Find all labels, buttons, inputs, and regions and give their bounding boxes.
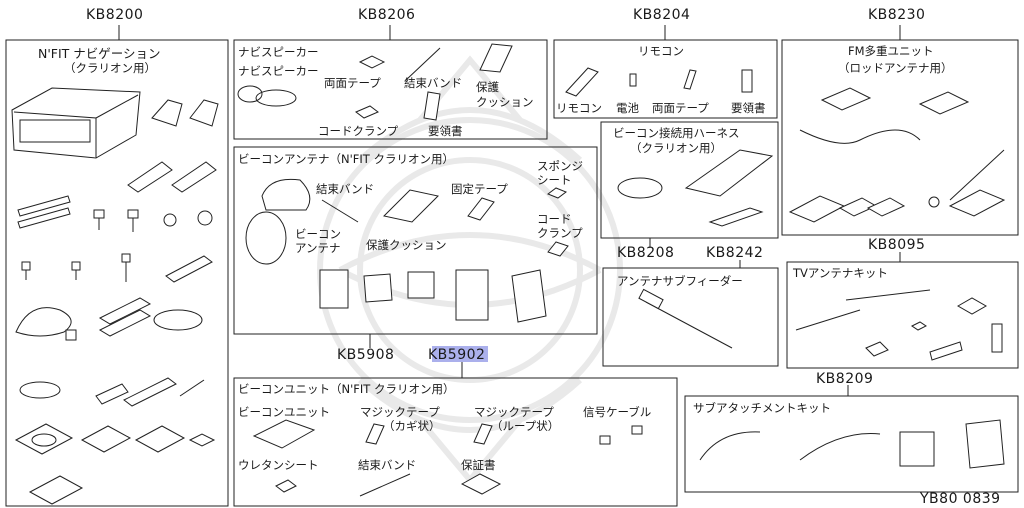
panel-kb8095 — [786, 261, 1019, 369]
tv-antenna-parts — [795, 289, 1003, 361]
code-kb8204[interactable]: KB8204 — [633, 7, 691, 23]
sub-attach-parts — [699, 419, 1005, 469]
beacon-unit-parts — [252, 419, 643, 497]
beacon-antenna-parts — [245, 178, 569, 323]
footer-code: YB80 0839 — [920, 491, 1001, 507]
label-sponge-1: スポンジ — [537, 159, 583, 173]
label-protect: 保護 — [476, 80, 499, 94]
label-protect-cushion: 保護クッション — [366, 238, 447, 252]
label-magic-hook: （カギ状） — [383, 419, 441, 433]
bracket-parts — [127, 99, 219, 193]
small-hardware-parts — [17, 195, 213, 283]
label-navi-speaker-1: ナビスピーカー — [238, 45, 319, 59]
label-manual: 要領書 — [428, 124, 463, 138]
highlight-kb5902 — [432, 346, 488, 362]
code-kb8095[interactable]: KB8095 — [868, 237, 926, 253]
label-beacon-unit: ビーコンユニット — [238, 405, 330, 419]
label-nfit-nav-sub: （クラリオン用） — [64, 61, 156, 75]
label-fm-title: FM多重ユニット — [848, 44, 934, 58]
label-sub-attach-kit: サブアタッチメントキット — [693, 401, 831, 415]
label-cable-tie: 結束バンド — [404, 76, 463, 90]
panel-kb8200 — [5, 39, 229, 507]
label-remote-tape: 両面テープ — [652, 101, 709, 115]
label-tie-band-2: 結束バンド — [316, 182, 375, 196]
label-magic-loop: （ループ状） — [491, 419, 560, 433]
label-remote-title: リモコン — [638, 44, 684, 58]
nav-unit-part — [11, 87, 141, 159]
label-tie-band-3: 結束バンド — [358, 458, 417, 472]
label-cushion: クッション — [476, 95, 534, 109]
panel-kb5908 — [233, 146, 598, 335]
label-double-tape: 両面テープ — [324, 76, 381, 90]
label-beacon-unit-title: ビーコンユニット（N'FIT クラリオン用） — [238, 382, 455, 396]
label-battery: 電池 — [616, 101, 639, 115]
sub-feeder-part — [638, 288, 733, 349]
label-warranty: 保証書 — [461, 458, 496, 472]
label-magic-tape-2: マジックテープ — [474, 405, 554, 419]
cable-parts — [14, 297, 216, 505]
fm-unit-parts — [788, 87, 1006, 223]
label-cord-1: コード — [537, 212, 572, 226]
label-antenna-sub-feeder: アンテナサブフィーダー — [617, 274, 743, 288]
label-cord-clamp: コードクランプ — [318, 124, 399, 138]
label-urethane-sheet: ウレタンシート — [238, 458, 319, 472]
code-kb8242[interactable]: KB8242 — [706, 245, 764, 261]
panel-kb5902 — [233, 377, 678, 507]
harness-parts — [617, 149, 774, 227]
code-kb8230[interactable]: KB8230 — [868, 7, 926, 23]
remote-parts — [565, 67, 753, 97]
code-kb5902[interactable]: KB5902 — [428, 347, 486, 363]
label-fix-tape: 固定テープ — [451, 182, 508, 196]
label-fm-sub: （ロッドアンテナ用） — [838, 61, 953, 75]
code-kb8200[interactable]: KB8200 — [86, 7, 144, 23]
panel-kb8230 — [781, 39, 1019, 236]
panel-kb8206 — [233, 39, 548, 140]
panel-kb8209 — [684, 395, 1019, 493]
label-nfit-nav-title: N'FIT ナビゲーション — [38, 46, 161, 61]
code-kb8208[interactable]: KB8208 — [617, 245, 675, 261]
panel-kb8242 — [602, 267, 779, 367]
label-beacon-1: ビーコン — [295, 227, 341, 241]
label-beacon-harness-title: ビーコン接続用ハーネス — [613, 126, 740, 140]
label-beacon-harness-sub: （クラリオン用） — [630, 141, 722, 155]
code-kb8206[interactable]: KB8206 — [358, 7, 416, 23]
code-kb8209[interactable]: KB8209 — [816, 371, 874, 387]
label-remote-manual: 要領書 — [731, 101, 766, 115]
label-clamp-1: クランプ — [537, 226, 583, 240]
panel-kb8204 — [553, 39, 778, 119]
label-signal-cable: 信号ケーブル — [583, 405, 652, 419]
speaker-parts — [237, 43, 513, 121]
label-tv-antenna-kit: TVアンテナキット — [793, 266, 888, 280]
label-remote: リモコン — [556, 101, 602, 115]
label-navi-speaker-2: ナビスピーカー — [238, 64, 319, 78]
label-magic-tape-1: マジックテープ — [360, 405, 440, 419]
label-sponge-2: シート — [537, 173, 572, 187]
label-antenna-1: アンテナ — [295, 241, 341, 255]
label-beacon-antenna-title: ビーコンアンテナ（N'FIT クラリオン用） — [238, 152, 454, 166]
code-kb5908[interactable]: KB5908 — [337, 347, 395, 363]
panel-kb8208 — [600, 121, 779, 239]
